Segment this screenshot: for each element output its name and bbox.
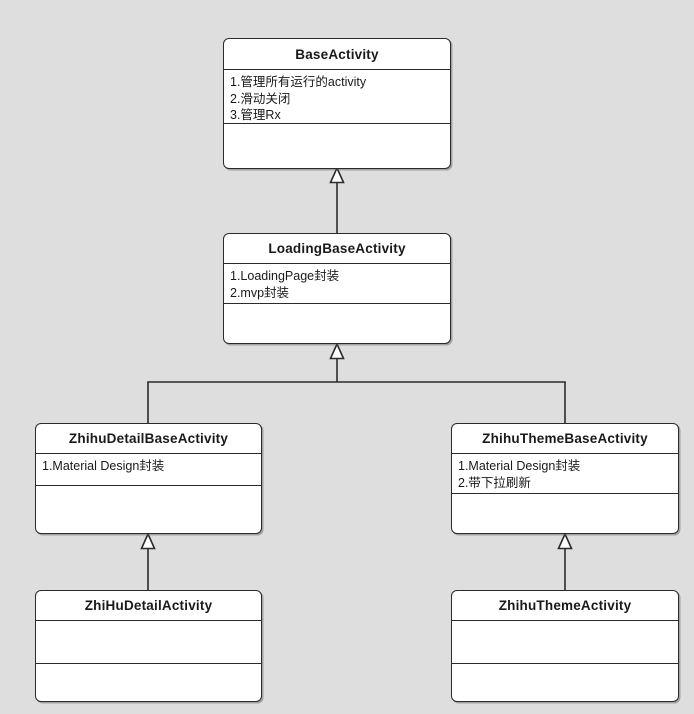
class-operations-zhihudetailactivity (36, 664, 261, 701)
attribute-row: 2.滑动关闭 (230, 91, 291, 106)
attribute-row: 1.Material Design封装 (42, 459, 165, 473)
class-name-loadingbaseactivity: LoadingBaseActivity (224, 234, 450, 264)
attribute-row: 1.管理所有运行的activity (230, 75, 367, 89)
class-box-zhihudetailbaseactivity[interactable]: ZhihuDetailBaseActivity 1.Material Desig… (35, 423, 262, 534)
generalization-theme-to-themebase (557, 532, 573, 590)
class-attributes-zhihuthemebaseactivity: 1.Material Design封装 2.带下拉刷新 (452, 454, 678, 494)
class-attributes-zhihuthemeactivity (452, 621, 678, 664)
attribute-row: 2.带下拉刷新 (458, 475, 531, 490)
class-box-loadingbaseactivity[interactable]: LoadingBaseActivity 1.LoadingPage封装 2.mv… (223, 233, 451, 344)
class-box-zhihuthemeactivity[interactable]: ZhihuThemeActivity (451, 590, 679, 702)
class-name-baseactivity: BaseActivity (224, 39, 450, 70)
attribute-row: 2.mvp封装 (230, 285, 290, 300)
class-box-zhihudetailactivity[interactable]: ZhiHuDetailActivity (35, 590, 262, 702)
generalization-loadingbase-to-base (329, 166, 345, 233)
class-operations-loadingbaseactivity (224, 304, 450, 343)
class-attributes-zhihudetailactivity (36, 621, 261, 664)
class-operations-baseactivity (224, 124, 450, 167)
generalization-fork-to-loadingbase (147, 342, 566, 423)
class-name-zhihuthemebaseactivity: ZhihuThemeBaseActivity (452, 424, 678, 454)
class-name-zhihudetailactivity: ZhiHuDetailActivity (36, 591, 261, 621)
attribute-row: 1.Material Design封装 (458, 459, 581, 473)
class-operations-zhihuthemeactivity (452, 664, 678, 701)
class-attributes-zhihudetailbaseactivity: 1.Material Design封装 (36, 454, 261, 486)
class-name-zhihuthemeactivity: ZhihuThemeActivity (452, 591, 678, 621)
attribute-row: 3.管理Rx (230, 108, 281, 122)
class-box-zhihuthemebaseactivity[interactable]: ZhihuThemeBaseActivity 1.Material Design… (451, 423, 679, 534)
class-operations-zhihuthemebaseactivity (452, 494, 678, 533)
class-box-baseactivity[interactable]: BaseActivity 1.管理所有运行的activity 2.滑动关闭 3.… (223, 38, 451, 169)
class-name-zhihudetailbaseactivity: ZhihuDetailBaseActivity (36, 424, 261, 454)
class-attributes-loadingbaseactivity: 1.LoadingPage封装 2.mvp封装 (224, 264, 450, 304)
generalization-detail-to-detailbase (140, 532, 156, 590)
class-attributes-baseactivity: 1.管理所有运行的activity 2.滑动关闭 3.管理Rx (224, 70, 450, 124)
attribute-row: 1.LoadingPage封装 (230, 269, 340, 283)
class-operations-zhihudetailbaseactivity (36, 486, 261, 533)
